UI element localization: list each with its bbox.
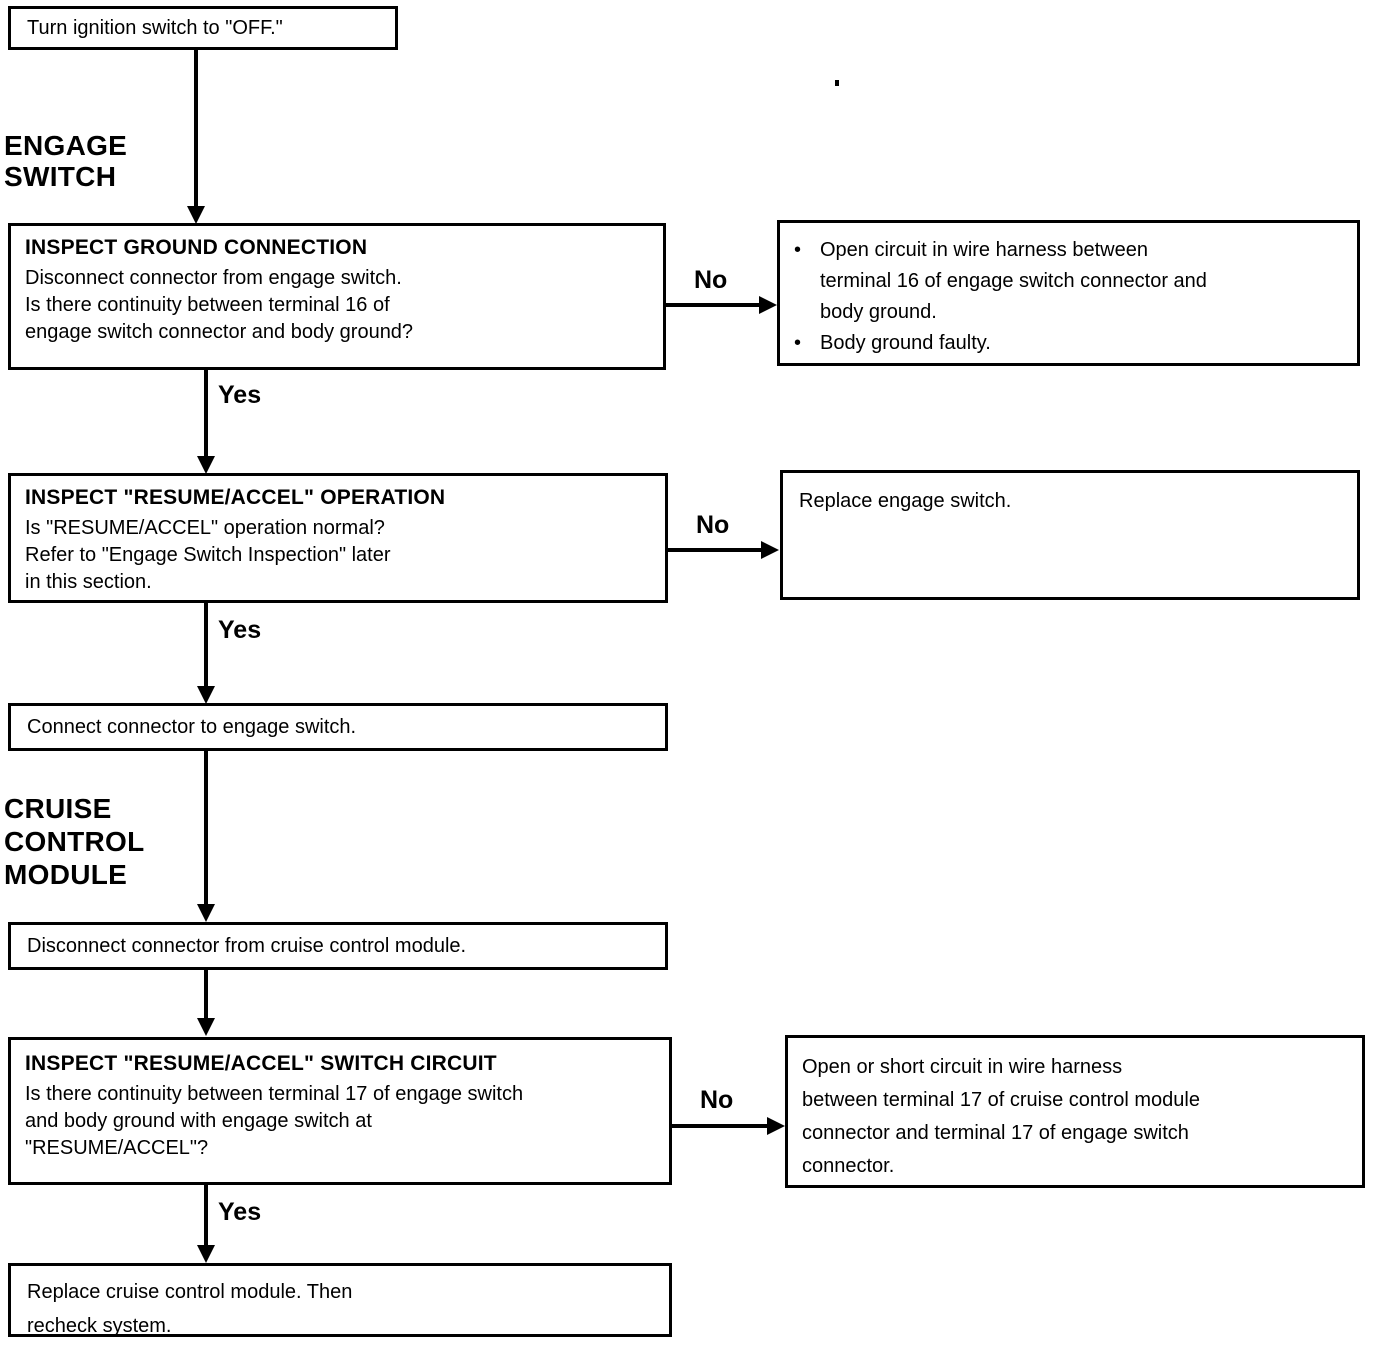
result-text-circuit-no: Open or short circuit in wire harness be… bbox=[802, 1056, 1200, 1177]
step-title-resume-accel-circuit: INSPECT "RESUME/ACCEL" SWITCH CIRCUIT bbox=[25, 1052, 497, 1075]
step-box-disconnect-module: Disconnect connector from cruise control… bbox=[8, 922, 668, 970]
step-title-ground-connection: INSPECT GROUND CONNECTION bbox=[25, 236, 368, 259]
result-bullet-text-1: Open circuit in wire harness between ter… bbox=[820, 239, 1207, 323]
section-label-engage-switch: ENGAGE SWITCH bbox=[4, 130, 128, 192]
step-title-resume-accel-operation: INSPECT "RESUME/ACCEL" OPERATION bbox=[25, 486, 446, 509]
arrow-down-icon bbox=[197, 456, 215, 474]
result-bullet-item: • Body ground faulty. bbox=[794, 328, 1343, 359]
step-text-replace-module: Replace cruise control module. Then rech… bbox=[27, 1281, 353, 1337]
edge-label-yes-1: Yes bbox=[218, 381, 262, 409]
section-label-cruise-control-module: CRUISE CONTROL MODULE bbox=[4, 793, 145, 890]
no-connector-line-2 bbox=[668, 548, 762, 552]
arrow-down-icon bbox=[197, 686, 215, 704]
edge-label-no-3: No bbox=[700, 1086, 734, 1114]
step-body-ground-connection: Disconnect connector from engage switch.… bbox=[25, 267, 414, 343]
arrow-down-icon bbox=[187, 206, 205, 224]
edge-label-no-1: No bbox=[694, 266, 728, 294]
step-box-ground-connection: INSPECT GROUND CONNECTION Disconnect con… bbox=[8, 223, 666, 370]
scan-artifact-dot bbox=[835, 80, 839, 86]
arrow-line-disconnect-to-circuit bbox=[204, 970, 208, 1020]
arrow-right-icon bbox=[767, 1117, 785, 1135]
arrow-line-connect-to-disconnect bbox=[204, 751, 208, 906]
step-text-connect-connector: Connect connector to engage switch. bbox=[27, 715, 357, 738]
bullet-icon: • bbox=[794, 239, 802, 261]
edge-label-yes-3: Yes bbox=[218, 1198, 262, 1226]
result-bullet-item: • Open circuit in wire harness between t… bbox=[794, 235, 1343, 328]
step-box-resume-accel-operation: INSPECT "RESUME/ACCEL" OPERATION Is "RES… bbox=[8, 473, 668, 603]
start-box: Turn ignition switch to "OFF." bbox=[8, 6, 398, 50]
result-bullet-text-2: Body ground faulty. bbox=[820, 332, 991, 354]
result-box-circuit-no: Open or short circuit in wire harness be… bbox=[785, 1035, 1365, 1188]
start-box-text: Turn ignition switch to "OFF." bbox=[27, 16, 283, 39]
step-body-resume-accel-operation: Is "RESUME/ACCEL" operation normal? Refe… bbox=[25, 517, 391, 593]
arrow-down-icon bbox=[197, 1018, 215, 1036]
step-text-disconnect-module: Disconnect connector from cruise control… bbox=[27, 934, 467, 957]
yes-connector-line-1 bbox=[204, 370, 208, 458]
step-box-connect-connector: Connect connector to engage switch. bbox=[8, 703, 668, 751]
no-connector-line-1 bbox=[666, 303, 760, 307]
arrow-right-icon bbox=[761, 541, 779, 559]
no-connector-line-3 bbox=[672, 1124, 768, 1128]
arrow-right-icon bbox=[759, 296, 777, 314]
edge-label-yes-2: Yes bbox=[218, 616, 262, 644]
arrow-down-icon bbox=[197, 904, 215, 922]
yes-connector-line-2 bbox=[204, 603, 208, 688]
result-box-operation-no: Replace engage switch. bbox=[780, 470, 1360, 600]
bullet-icon: • bbox=[794, 332, 802, 354]
arrow-line-start-to-ground bbox=[194, 50, 198, 210]
step-box-resume-accel-circuit: INSPECT "RESUME/ACCEL" SWITCH CIRCUIT Is… bbox=[8, 1037, 672, 1185]
edge-label-no-2: No bbox=[696, 511, 730, 539]
step-body-resume-accel-circuit: Is there continuity between terminal 17 … bbox=[25, 1083, 524, 1159]
yes-connector-line-3 bbox=[204, 1185, 208, 1247]
step-box-replace-module: Replace cruise control module. Then rech… bbox=[8, 1263, 672, 1337]
result-text-operation-no: Replace engage switch. bbox=[799, 490, 1012, 512]
arrow-down-icon bbox=[197, 1245, 215, 1263]
result-box-ground-no: • Open circuit in wire harness between t… bbox=[777, 220, 1360, 366]
